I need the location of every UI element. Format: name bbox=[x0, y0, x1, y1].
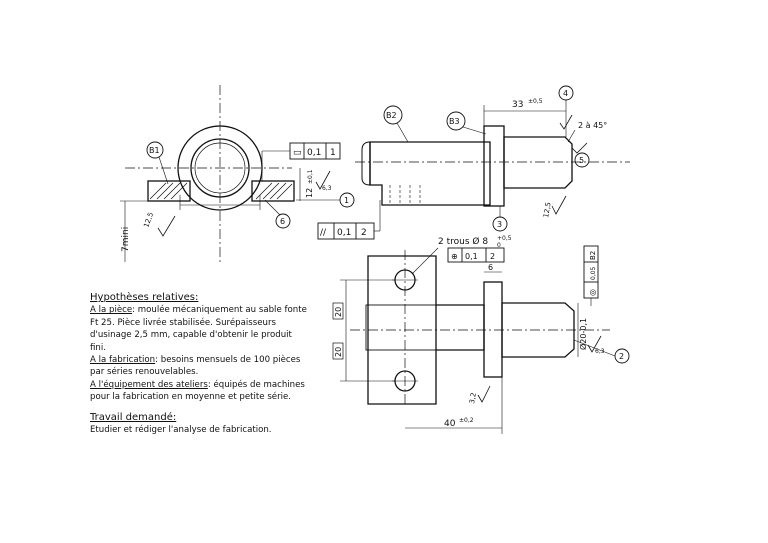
dim-33: 33 bbox=[512, 100, 523, 110]
bubble-b3: B3 bbox=[449, 117, 460, 126]
plan-view: 2 trous Ø 8 +0,5 0 ⊕ 0,1 2 6 20 20 40 ±0… bbox=[332, 235, 630, 434]
notes-title: Hypothèses relatives: bbox=[90, 292, 199, 303]
dim-holes-tol-low: 0 bbox=[497, 242, 501, 249]
note-equip-text: : équipés de machines pour la fabricatio… bbox=[90, 379, 305, 403]
svg-text:0,1: 0,1 bbox=[337, 228, 351, 238]
note-equip-label: A l'équipement des ateliers bbox=[90, 379, 208, 390]
dim-6: 6 bbox=[488, 263, 493, 272]
svg-text://: // bbox=[320, 228, 327, 238]
svg-text:0,1: 0,1 bbox=[307, 148, 321, 158]
dim-40: 40 bbox=[444, 419, 456, 429]
left-view: 7mini 12,5 B1 6 ▭ 0,1 1 12 ±0,1 6,3 1 bbox=[120, 85, 381, 262]
dim-holes-tol: +0,5 bbox=[497, 235, 512, 242]
bubble-4: 4 bbox=[563, 89, 568, 98]
notes-block: Hypothèses relatives: A la pièce: moulée… bbox=[90, 292, 310, 436]
roughness-12-5-right: 12,5 bbox=[542, 202, 553, 219]
dim-33-tol: ±0,5 bbox=[528, 98, 543, 105]
note-piece-text: : moulée mécaniquement au sable fonte Ft… bbox=[90, 305, 307, 353]
note-equipment: A l'équipement des ateliers: équipés de … bbox=[90, 379, 310, 404]
svg-text:▭: ▭ bbox=[293, 148, 302, 158]
bubble-1: 1 bbox=[344, 196, 349, 205]
roughness-6-3-left: 6,3 bbox=[322, 185, 332, 192]
bubble-b1: B1 bbox=[149, 146, 160, 155]
work-text: Etudier et rédiger l'analyse de fabricat… bbox=[90, 425, 272, 436]
svg-text:⊕: ⊕ bbox=[451, 252, 458, 261]
roughness-3-2: 3,2 bbox=[468, 392, 478, 404]
roughness-6-3-right: 6,3 bbox=[595, 348, 605, 355]
side-view: 33 ±0,5 4 2 à 45° 5 B2 B3 3 12,5 bbox=[355, 85, 630, 232]
tolerance-frame-concentricity: B2 0,05 ◎ bbox=[583, 245, 599, 306]
work-title: Travail demandé: bbox=[90, 411, 177, 423]
bubble-2: 2 bbox=[619, 352, 624, 361]
dim-shaft-diameter: Ø20-0,1 bbox=[578, 318, 588, 350]
dim-12: 12 bbox=[305, 188, 314, 198]
dim-40-tol: ±0,2 bbox=[459, 417, 474, 424]
dim-7mini: 7mini bbox=[121, 227, 131, 252]
svg-text:2: 2 bbox=[490, 252, 495, 261]
dim-20-bottom: 20 bbox=[334, 347, 343, 357]
bubble-5: 5 bbox=[579, 156, 584, 165]
svg-text:B2: B2 bbox=[589, 251, 597, 260]
svg-text:1: 1 bbox=[330, 148, 336, 158]
svg-text:0,1: 0,1 bbox=[465, 252, 478, 261]
note-fab-label: A la fabrication bbox=[90, 355, 156, 366]
note-piece: A la pièce: moulée mécaniquement au sabl… bbox=[90, 304, 310, 354]
tolerance-frame-flatness: ▭ 0,1 1 bbox=[261, 142, 341, 181]
tolerance-frame-parallelism: // 0,1 2 bbox=[317, 200, 381, 240]
bubble-b2: B2 bbox=[386, 111, 397, 120]
note-fab-text: : besoins mensuels de 100 pièces par sér… bbox=[90, 355, 301, 378]
dim-chamfer: 2 à 45° bbox=[578, 121, 607, 130]
bubble-3: 3 bbox=[497, 220, 502, 229]
tolerance-frame-position: ⊕ 0,1 2 bbox=[447, 247, 505, 263]
dim-20-top: 20 bbox=[334, 307, 343, 317]
svg-text:◎: ◎ bbox=[588, 289, 597, 296]
note-piece-label: A la pièce bbox=[90, 305, 133, 316]
svg-text:2: 2 bbox=[361, 228, 367, 238]
dim-12-tol: ±0,1 bbox=[307, 169, 314, 184]
note-fabrication: A la fabrication: besoins mensuels de 10… bbox=[90, 354, 310, 379]
svg-text:0,05: 0,05 bbox=[590, 266, 597, 280]
dim-holes: 2 trous Ø 8 bbox=[438, 236, 488, 247]
bubble-6: 6 bbox=[280, 217, 285, 226]
roughness-12-5-left: 12,5 bbox=[142, 211, 155, 228]
